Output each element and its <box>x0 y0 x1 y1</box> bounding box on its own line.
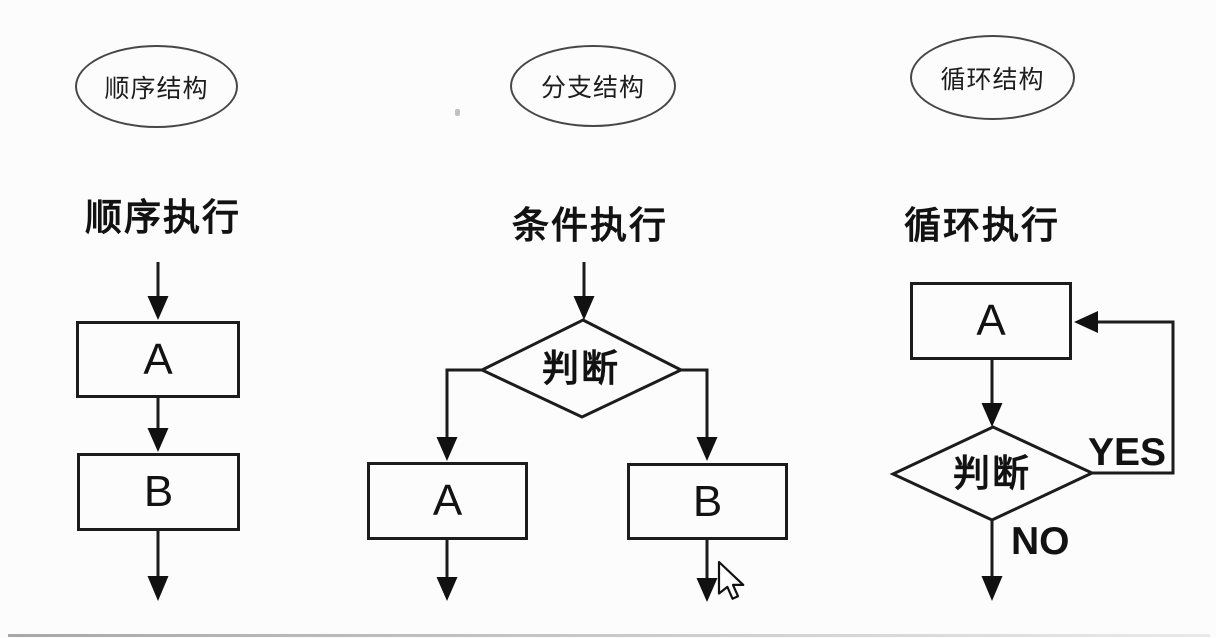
loop-title: 循环执行 <box>904 205 1060 246</box>
loop-yes-edge <box>1092 320 1175 475</box>
loop-into-diamond-head <box>981 403 1003 427</box>
branch-box-b: B <box>627 463 788 540</box>
loop-no-arrow-head <box>981 576 1003 601</box>
seq-arrow3-head <box>147 576 169 601</box>
loop-structure-badge: 循环结构 <box>910 35 1075 120</box>
branch-right-arrow-head <box>696 437 718 461</box>
branch-structure-badge-label: 分支结构 <box>540 74 645 102</box>
loop-decision-label: 判断 <box>953 453 1031 494</box>
loop-back-arrow-head <box>1074 311 1098 333</box>
sequence-structure-badge-label: 顺序结构 <box>104 74 209 103</box>
branch-box-a-label: A <box>432 476 463 525</box>
branch-boxB-out-head <box>696 578 718 602</box>
slide-bottom-rule <box>8 634 1210 637</box>
sequence-box-a: A <box>76 321 240 398</box>
branch-decision-label: 判断 <box>542 348 620 389</box>
branch-box-b-label: B <box>692 476 723 526</box>
stray-dot <box>455 109 460 116</box>
loop-no-label: NO <box>1011 520 1070 563</box>
loop-box-a: A <box>910 282 1072 360</box>
seq-arrow2-head <box>147 428 169 452</box>
branch-left-edge <box>445 368 482 439</box>
mouse-cursor-icon <box>717 560 745 600</box>
branch-top-arrow-head <box>573 296 595 320</box>
branch-title: 条件执行 <box>512 205 668 246</box>
sequence-structure-badge: 顺序结构 <box>75 45 238 128</box>
sequence-title: 顺序执行 <box>85 197 241 238</box>
branch-box-a: A <box>367 462 528 540</box>
loop-structure-badge-label: 循环结构 <box>940 65 1045 94</box>
branch-boxA-out-head <box>436 577 458 601</box>
sequence-box-b-label: B <box>143 467 174 516</box>
branch-left-arrow-head <box>436 437 458 461</box>
loop-box-a-label: A <box>976 296 1006 345</box>
sequence-box-a-label: A <box>143 334 173 384</box>
loop-yes-label: YES <box>1088 431 1167 474</box>
branch-right-edge <box>681 368 709 439</box>
branch-decision-diamond <box>478 318 685 419</box>
seq-arrow1-head <box>147 296 169 320</box>
sequence-box-b: B <box>77 453 240 531</box>
branch-structure-badge: 分支结构 <box>510 45 676 127</box>
